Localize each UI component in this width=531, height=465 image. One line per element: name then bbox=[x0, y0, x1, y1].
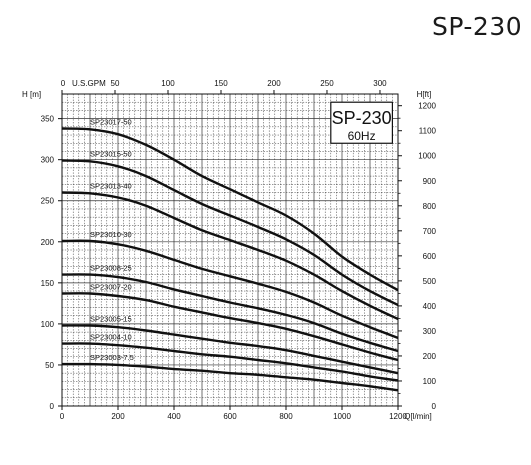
y-tick-label: 50 bbox=[45, 361, 54, 370]
series-line-1 bbox=[61, 127, 399, 292]
series-label: SP23015-50 bbox=[90, 150, 132, 159]
series-label: SP23008-25 bbox=[90, 264, 132, 273]
series-label: SP23005-15 bbox=[90, 315, 132, 324]
right-tick-label: 200 bbox=[423, 352, 437, 361]
x-tick-label: 0 bbox=[60, 412, 65, 421]
right-tick-label: 1000 bbox=[418, 152, 436, 161]
right-tick-label: 400 bbox=[423, 302, 437, 311]
series-label: SP23007-20 bbox=[90, 283, 132, 292]
x-tick-label: 200 bbox=[111, 412, 125, 421]
x-tick-label: 600 bbox=[223, 412, 237, 421]
top-tick-label: 200 bbox=[267, 79, 281, 88]
y-tick-label: 0 bbox=[50, 402, 55, 411]
right-tick-label: 1100 bbox=[419, 127, 437, 136]
top-tick-label: 300 bbox=[373, 79, 387, 88]
series-label: SP23013-40 bbox=[90, 182, 132, 191]
top-tick-label: 100 bbox=[161, 79, 175, 88]
series-label: SP23017-50 bbox=[90, 117, 132, 126]
page-title: SP-230 bbox=[432, 12, 523, 41]
y-tick-label: 100 bbox=[41, 320, 55, 329]
x-tick-label: 400 bbox=[167, 412, 181, 421]
top-tick-label: 0 bbox=[61, 79, 66, 88]
y-tick-label: 200 bbox=[41, 238, 55, 247]
y-tick-label: 150 bbox=[41, 279, 55, 288]
series-line-6 bbox=[61, 292, 399, 362]
y-tick-label: 250 bbox=[41, 197, 55, 206]
top-tick-label: 150 bbox=[214, 79, 228, 88]
series-line-3 bbox=[61, 191, 399, 321]
x-tick-label: 1200 bbox=[389, 412, 407, 421]
series-line-5 bbox=[61, 273, 399, 353]
right-tick-label: 800 bbox=[423, 202, 437, 211]
top-tick-label: 250 bbox=[320, 79, 334, 88]
series-label: SP23004-10 bbox=[90, 333, 132, 342]
right-tick-label: 900 bbox=[423, 177, 437, 186]
x-tick-label: 1000 bbox=[333, 412, 351, 421]
series-line-2 bbox=[61, 159, 399, 307]
inset-title: SP-230 bbox=[332, 108, 392, 128]
x-axis-label: Q[l/min] bbox=[404, 412, 432, 421]
series-label: SP23003-7.5 bbox=[90, 353, 134, 362]
series-line-8 bbox=[61, 342, 399, 382]
y-axis-label-left: H [m] bbox=[22, 90, 41, 99]
y-tick-label: 350 bbox=[41, 115, 55, 124]
right-tick-label: 0 bbox=[432, 402, 437, 411]
y-axis-label-right: H[ft] bbox=[417, 90, 432, 99]
y-tick-label: 300 bbox=[41, 156, 55, 165]
series-line-9 bbox=[61, 362, 399, 392]
right-tick-label: 500 bbox=[423, 277, 437, 286]
right-tick-label: 300 bbox=[423, 327, 437, 336]
right-tick-label: 700 bbox=[423, 227, 437, 236]
top-tick-label: 50 bbox=[111, 79, 120, 88]
right-tick-label: 100 bbox=[423, 377, 437, 386]
top-axis-label: U.S.GPM bbox=[72, 79, 106, 88]
series-line-7 bbox=[61, 324, 399, 375]
inset-subtitle: 60Hz bbox=[348, 129, 376, 143]
series-label: SP23010-30 bbox=[90, 230, 132, 239]
right-tick-label: 600 bbox=[423, 252, 437, 261]
right-tick-label: 1200 bbox=[418, 102, 436, 111]
inset-title-box bbox=[330, 101, 393, 144]
series-line-4 bbox=[61, 239, 399, 340]
x-tick-label: 800 bbox=[279, 412, 293, 421]
